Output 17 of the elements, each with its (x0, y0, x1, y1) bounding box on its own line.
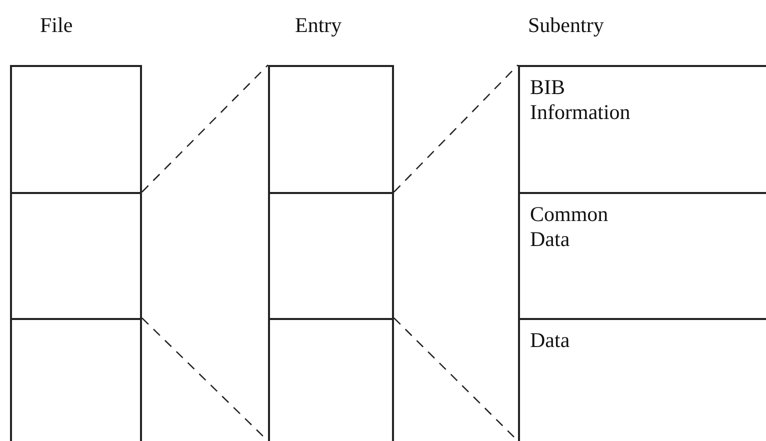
record-field (518, 65, 766, 192)
cell-box (268, 65, 394, 192)
record-field (518, 192, 766, 318)
cell-box (10, 192, 142, 318)
cell-box (268, 318, 394, 441)
column-heading: Entry (295, 13, 342, 38)
cell-box (10, 318, 142, 441)
record-field (518, 318, 766, 441)
cell-box (268, 192, 394, 318)
connector-line (394, 64, 518, 192)
field-label: Data (530, 328, 571, 354)
column-heading: File (40, 13, 73, 38)
column-heading: Subentry (528, 13, 604, 38)
field-label: Common Data (530, 202, 610, 252)
field-label: BIB Information (530, 75, 632, 126)
connector-line (142, 64, 268, 192)
cell-box (10, 65, 142, 192)
